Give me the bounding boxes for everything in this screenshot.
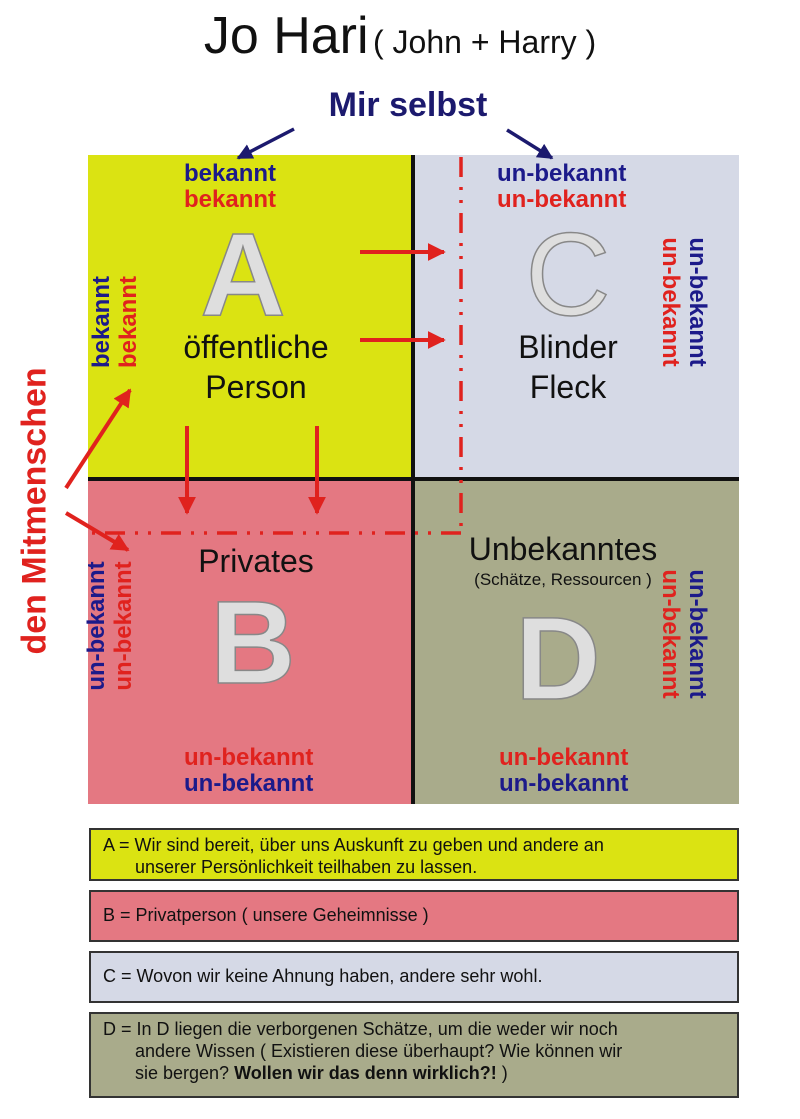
legend-c-text: C = Wovon wir keine Ahnung haben, andere…	[103, 966, 543, 986]
unknown-label-self-vertical: un-bekannt	[83, 561, 110, 691]
quadrant-a-letter: A	[200, 209, 287, 341]
unknown-label-others: un-bekannt	[184, 744, 314, 771]
legend-c: C = Wovon wir keine Ahnung haben, andere…	[89, 951, 739, 1003]
unknown-label-self-vertical: un-bekannt	[684, 569, 711, 699]
legend-a: A = Wir sind bereit, über uns Auskunft z…	[89, 828, 739, 881]
title-sub: ( John + Harry )	[373, 24, 597, 60]
horizontal-divider	[88, 477, 739, 481]
known-label-others-vertical: bekannt	[115, 276, 142, 369]
legend-a-line2: unserer Persönlichkeit teilhaben zu lass…	[135, 857, 478, 877]
quadrant-d-letter: D	[515, 593, 602, 725]
legend-d-line3-bold: Wollen wir das denn wirklich?!	[234, 1063, 497, 1083]
quadrant-a-name-line2: Person	[205, 369, 307, 405]
quadrant-c-name: Blinder Fleck	[463, 327, 673, 407]
legend-d-line3-end: )	[496, 1063, 508, 1083]
quadrant-c: un-bekannt un-bekannt C Blinder Fleck un…	[413, 155, 739, 479]
legend-d-line1: D = In D liegen die verborgenen Schätze,…	[103, 1019, 618, 1039]
unknown-label-others-vertical: un-bekannt	[657, 569, 684, 699]
quadrant-c-top-labels: un-bekannt un-bekannt	[497, 161, 626, 213]
legend-d-line3: sie bergen? Wollen wir das denn wirklich…	[103, 1062, 727, 1084]
quadrant-d-side-labels: un-bekannt un-bekannt	[657, 559, 711, 709]
quadrant-c-side-labels: un-bekannt un-bekannt	[657, 227, 711, 377]
quadrant-a-name-line1: öffentliche	[183, 329, 329, 365]
quadrant-b-bottom-labels: un-bekannt un-bekannt	[184, 745, 313, 797]
unknown-label-self: un-bekannt	[497, 160, 627, 187]
others-axis-label: den Mitmenschen	[15, 367, 54, 655]
quadrant-c-letter: C	[525, 209, 612, 341]
known-label-others: bekannt	[184, 186, 277, 213]
quadrant-a-side-labels: bekannt bekannt	[88, 252, 142, 392]
legend-d-line2: andere Wissen ( Existieren diese überhau…	[135, 1041, 623, 1061]
quadrant-d-bottom-labels: un-bekannt un-bekannt	[499, 745, 628, 797]
quadrant-a-top-labels: bekannt bekannt	[184, 161, 276, 213]
unknown-label-others-vertical: un-bekannt	[657, 237, 684, 367]
title-main: Jo Hari	[203, 7, 369, 65]
self-axis-label: Mir selbst	[328, 86, 488, 124]
unknown-label-self: un-bekannt	[499, 770, 629, 797]
page-title: Jo Hari ( John + Harry )	[0, 6, 800, 66]
quadrant-b-name: Privates	[198, 543, 314, 579]
quadrant-b: Privates B un-bekannt un-bekannt un-beka…	[83, 479, 413, 804]
quadrant-d: Unbekanntes (Schätze, Ressourcen ) D un-…	[413, 479, 739, 804]
legend-a-line1: A = Wir sind bereit, über uns Auskunft z…	[103, 835, 604, 855]
quadrant-d-subtitle: (Schätze, Ressourcen )	[474, 570, 652, 589]
known-label-self-vertical: bekannt	[88, 276, 115, 369]
known-label-self: bekannt	[184, 160, 277, 187]
unknown-label-self: un-bekannt	[184, 770, 314, 797]
legend-d: D = In D liegen die verborgenen Schätze,…	[89, 1012, 739, 1098]
quadrant-d-name: Unbekanntes	[468, 531, 658, 567]
legend-b-text: B = Privatperson ( unsere Geheimnisse )	[103, 905, 429, 925]
unknown-label-others-vertical: un-bekannt	[110, 561, 137, 691]
quadrant-c-name-line1: Blinder	[518, 329, 618, 365]
legend-b: B = Privatperson ( unsere Geheimnisse )	[89, 890, 739, 942]
quadrant-c-name-line2: Fleck	[529, 369, 607, 405]
quadrant-a-name: öffentliche Person	[146, 327, 366, 407]
legend-d-line3-plain: sie bergen?	[135, 1063, 235, 1083]
unknown-label-others: un-bekannt	[499, 744, 629, 771]
unknown-label-others: un-bekannt	[497, 186, 627, 213]
arrow-self-left-icon	[236, 127, 295, 160]
quadrant-a: bekannt bekannt A öffentliche Person bek…	[88, 155, 413, 479]
unknown-label-self-vertical: un-bekannt	[684, 237, 711, 367]
quadrant-b-side-labels: un-bekannt un-bekannt	[83, 551, 137, 701]
quadrant-b-letter: B	[210, 577, 297, 709]
arrow-self-right-icon	[506, 128, 554, 160]
